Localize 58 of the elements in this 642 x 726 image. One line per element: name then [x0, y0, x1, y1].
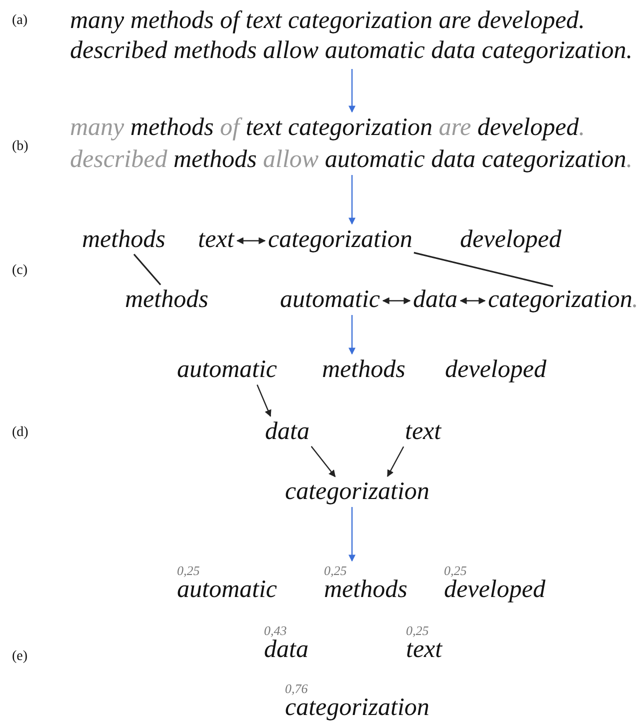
sentence: described methods allow automatic data categorization.: [70, 36, 632, 66]
word: methods: [173, 147, 257, 172]
arrow: [460, 297, 486, 304]
stage-label: (e): [12, 650, 28, 664]
weight-value: 0,76: [285, 682, 308, 695]
word: methods: [130, 115, 214, 140]
word: many: [70, 115, 124, 140]
word: .: [632, 287, 638, 312]
word: described: [70, 147, 168, 172]
arrow: [348, 69, 356, 113]
word: categorization: [482, 147, 626, 172]
word: methods: [324, 577, 408, 602]
arrow: [348, 507, 356, 562]
weight-value: 0,25: [177, 564, 200, 577]
word: automatic: [324, 147, 425, 172]
word: text: [246, 115, 282, 140]
word: methods: [125, 287, 208, 312]
word: data: [264, 637, 308, 662]
word: developed: [477, 115, 579, 140]
word: are: [438, 115, 472, 140]
word: categorization: [488, 287, 632, 312]
stage-label: (b): [12, 140, 28, 154]
weight-value: 0,25: [406, 624, 429, 637]
arrow: [348, 175, 356, 225]
weight-value: 0,43: [264, 624, 287, 637]
arrow: [236, 237, 266, 244]
word: developed: [460, 227, 562, 252]
word: categorization: [288, 115, 432, 140]
arrow: [256, 384, 272, 417]
word: developed: [444, 577, 546, 602]
arrow: [310, 446, 336, 478]
word: methods: [322, 357, 406, 382]
stage-label: (a): [12, 14, 28, 28]
stage-label: (c): [12, 264, 28, 278]
word: .: [578, 115, 585, 140]
weight-value: 0,25: [324, 564, 347, 577]
word: categorization: [285, 479, 430, 504]
word: categorization: [268, 227, 412, 252]
arrow: [387, 446, 404, 477]
word: automatic: [177, 357, 277, 382]
word: data: [431, 147, 476, 172]
word: allow: [263, 147, 319, 172]
word: text: [405, 419, 442, 444]
word: data: [265, 419, 310, 444]
word: categorization: [285, 695, 430, 720]
word: automatic: [177, 577, 277, 602]
word: automatic: [280, 287, 380, 312]
word: data: [413, 287, 458, 312]
arrow: [382, 297, 411, 304]
weight-value: 0,25: [444, 564, 467, 577]
word: .: [626, 147, 632, 172]
sentence: many methods of text categorization are developed.: [70, 6, 586, 36]
word: developed: [445, 357, 546, 382]
word: text: [406, 637, 442, 662]
stage-label: (d): [12, 426, 28, 440]
word: methods: [82, 227, 166, 252]
word: text: [198, 227, 234, 252]
arrow: [348, 315, 356, 355]
